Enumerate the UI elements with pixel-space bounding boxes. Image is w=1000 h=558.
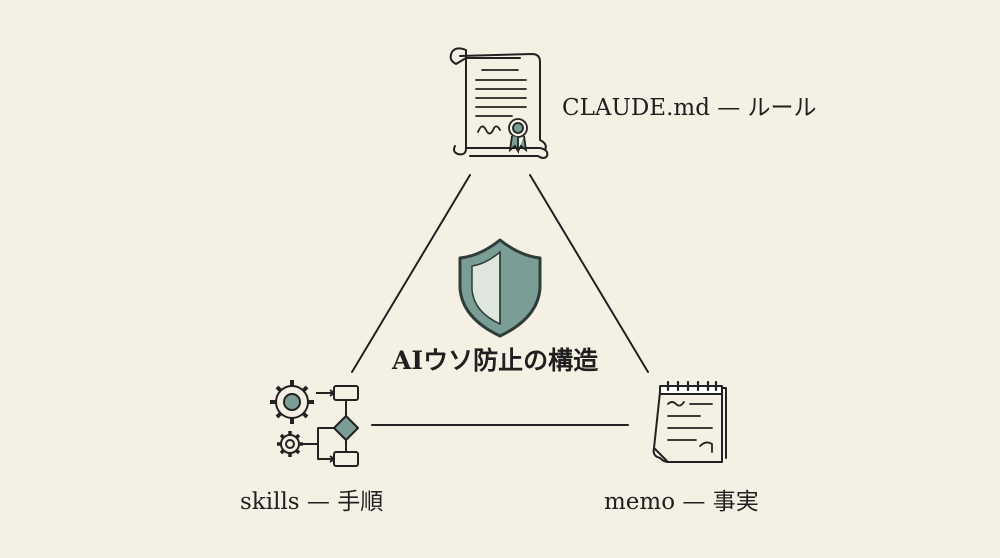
node-label-claude-md: CLAUDE.md — ルール (562, 95, 817, 121)
node-label-skills: skills — 手順 (240, 489, 384, 515)
node-label-memo: memo — 事実 (604, 489, 759, 515)
diagram-center-title: AIウソ防止の構造 (392, 346, 599, 375)
edge-top-right (529, 174, 649, 373)
edge-top-left (351, 174, 471, 373)
